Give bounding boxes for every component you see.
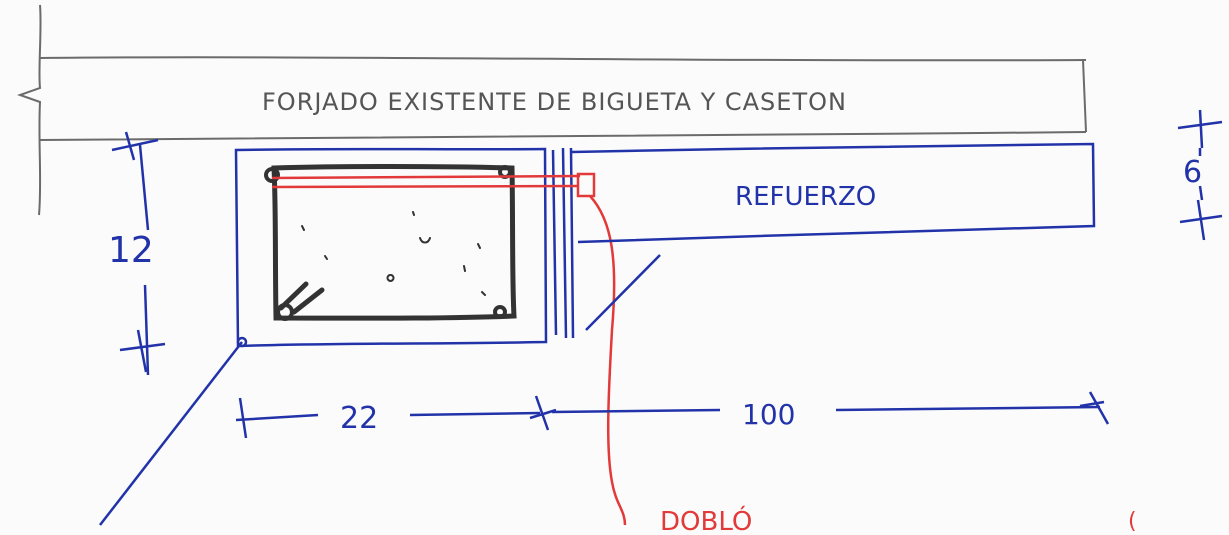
stirrup-hook (278, 281, 325, 315)
annotation-mark: ( (1128, 509, 1137, 534)
corner-bar-top-left (264, 167, 280, 183)
rebar-cage (264, 164, 517, 321)
beam-joint-line-3 (569, 147, 575, 339)
thickness-tick-bottom (1179, 199, 1223, 241)
section-cut-leader (99, 341, 243, 526)
width-tick-mid (529, 395, 557, 431)
section-cut-point (236, 336, 248, 348)
width-dimension-line (235, 405, 1101, 422)
stirrup (271, 164, 517, 321)
aggregate-marks (301, 211, 486, 296)
beam-section (234, 147, 575, 348)
width-tick-left (238, 397, 248, 439)
anchor-bolt (576, 172, 596, 198)
reinforcement-length-label: 100 (742, 398, 795, 431)
slab-right-edge (1082, 59, 1087, 133)
height-tick-top (111, 131, 159, 161)
height-tick-bottom (119, 329, 166, 373)
existing-slab (16, 4, 1087, 216)
reinforcement-thickness-label: 6 (1183, 155, 1202, 190)
slab-label: FORJADO EXISTENTE DE BIGUETA Y CASETON (262, 88, 847, 116)
reinforcement-outline (571, 142, 1096, 244)
reinforcement-label: REFUERZO (735, 182, 876, 212)
height-dimension-line (138, 144, 150, 376)
beam-joint-line-1 (551, 149, 558, 336)
beam-outline (234, 147, 548, 348)
slab-bottom-edge (39, 131, 1087, 141)
reinforcement-leader (585, 254, 661, 331)
leader-to-label (589, 195, 627, 526)
slab-break-line (16, 4, 42, 216)
corner-bar-bottom-right (493, 305, 507, 319)
annotation-label: DOBLÓ (660, 505, 752, 535)
thickness-tick-top (1177, 109, 1223, 149)
reinforcement-plate (571, 142, 1096, 331)
beam-width-label: 22 (340, 401, 378, 436)
plate-line (271, 174, 581, 189)
beam-joint-line-2 (561, 147, 568, 339)
thickness-extension (1198, 148, 1204, 201)
dimension-lines (99, 109, 1223, 526)
slab-top-edge (39, 56, 1087, 62)
beam-height-label: 12 (108, 230, 154, 271)
width-tick-right (1079, 391, 1110, 425)
